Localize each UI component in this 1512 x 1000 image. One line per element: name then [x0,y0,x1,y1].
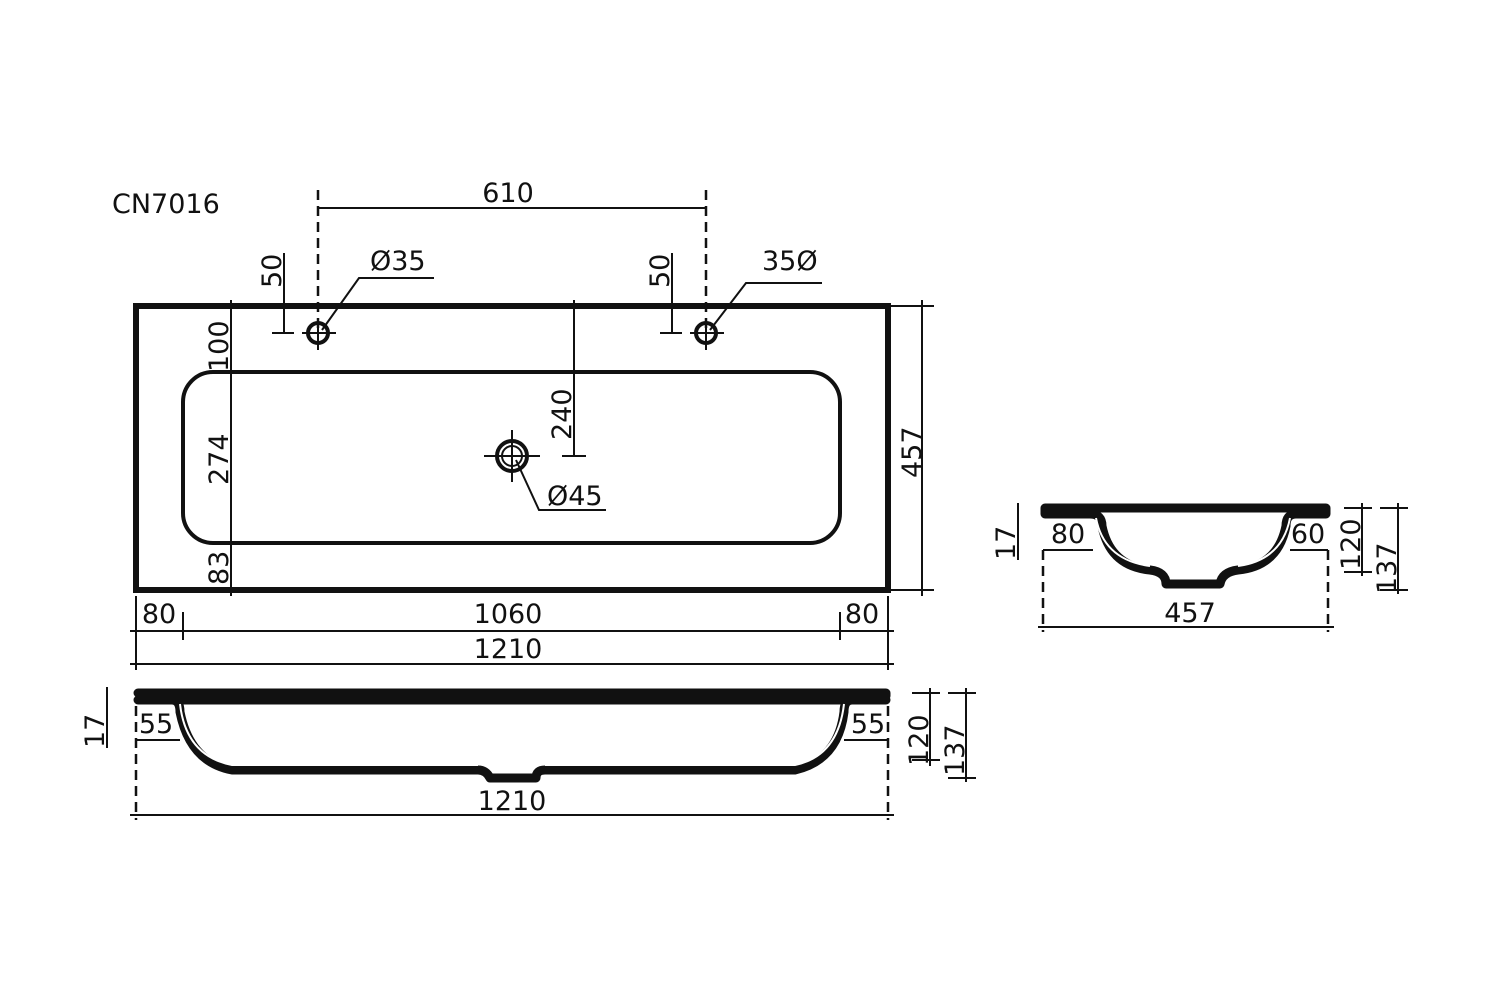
front-bowl-height-dim: 120 [904,714,935,766]
left-margin-dim: 80 [142,599,176,630]
drain-diameter-dim: Ø45 [547,481,603,512]
left-flange-dim: 55 [139,709,173,740]
back-flange-dim: 60 [1291,519,1325,550]
top-view: 610 50 50 Ø35 35Ø Ø45 240 100 274 83 457… [130,178,934,670]
right-margin-dim: 80 [845,599,879,630]
front-flange-dim: 80 [1051,519,1085,550]
side-profile [1040,503,1331,589]
front-view: 17 55 55 1210 120 137 [80,687,976,820]
drain-offset-dim: 240 [547,388,578,440]
faucet-spacing-dim: 610 [482,178,534,209]
basin-to-back-dim: 83 [204,551,235,585]
basin-width-dim: 1060 [474,599,543,630]
right-flange-dim: 55 [851,709,885,740]
side-thickness-dim: 17 [991,526,1022,560]
overall-width-dim: 1210 [474,634,543,665]
side-depth-dim: 457 [1164,598,1216,629]
left-hole-diameter-dim: Ø35 [370,246,426,277]
side-view: 17 80 60 457 120 137 [991,503,1408,632]
front-total-height-dim: 137 [940,724,971,776]
right-hole-diameter-dim: 35Ø [762,246,818,277]
left-hole-offset-dim: 50 [257,254,288,288]
basin-depth-dim: 274 [204,433,235,485]
right-hole-offset-dim: 50 [645,254,676,288]
front-width-dim: 1210 [478,786,547,817]
side-total-height-dim: 137 [1372,542,1403,594]
model-label: CN7016 [112,189,220,220]
overall-depth-dim: 457 [897,426,928,478]
front-profile [133,688,891,783]
front-to-basin-dim: 100 [204,320,235,372]
basin-outline [181,370,842,545]
side-bowl-height-dim: 120 [1336,518,1367,570]
drain-hole [484,430,540,482]
countertop-outline [133,303,891,593]
front-thickness-dim: 17 [80,714,111,748]
